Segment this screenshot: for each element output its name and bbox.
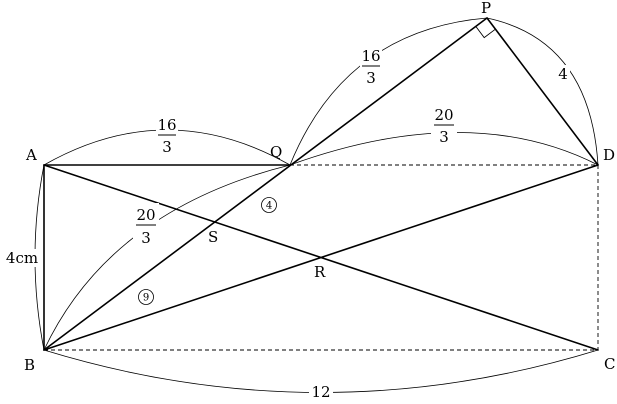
length-AQ-numerator: 16 bbox=[157, 116, 176, 134]
length-BQ-numerator: 20 bbox=[136, 206, 155, 224]
length-QD-numerator: 20 bbox=[434, 106, 453, 124]
length-AQ-denominator: 3 bbox=[162, 138, 172, 156]
point-label-R: R bbox=[314, 263, 326, 281]
point-label-S: S bbox=[208, 228, 218, 246]
segment-PD bbox=[486, 17, 599, 166]
length-BC: 12 bbox=[311, 383, 330, 401]
length-QP-denominator: 3 bbox=[366, 69, 376, 87]
segment-BP bbox=[43, 17, 488, 351]
ratio-mark-lower: 9 bbox=[143, 293, 149, 304]
length-AB: 4cm bbox=[6, 249, 38, 267]
ratio-mark-lower-circle bbox=[138, 289, 154, 305]
ratio-mark-upper: 4 bbox=[266, 201, 272, 212]
ratio-mark-upper-circle bbox=[261, 197, 277, 213]
length-QD-denominator: 3 bbox=[439, 128, 449, 146]
diagonal-BD bbox=[43, 164, 599, 351]
point-label-Q: Q bbox=[270, 143, 282, 161]
point-label-B: B bbox=[24, 356, 35, 374]
right-angle-mark-P bbox=[475, 26, 496, 39]
point-label-D: D bbox=[603, 146, 615, 164]
length-QP-numerator: 16 bbox=[361, 47, 380, 65]
length-PD: 4 bbox=[558, 65, 568, 83]
point-label-P: P bbox=[481, 0, 491, 17]
point-label-A: A bbox=[25, 146, 37, 164]
point-label-C: C bbox=[604, 355, 615, 373]
length-BQ-denominator: 3 bbox=[141, 229, 151, 247]
